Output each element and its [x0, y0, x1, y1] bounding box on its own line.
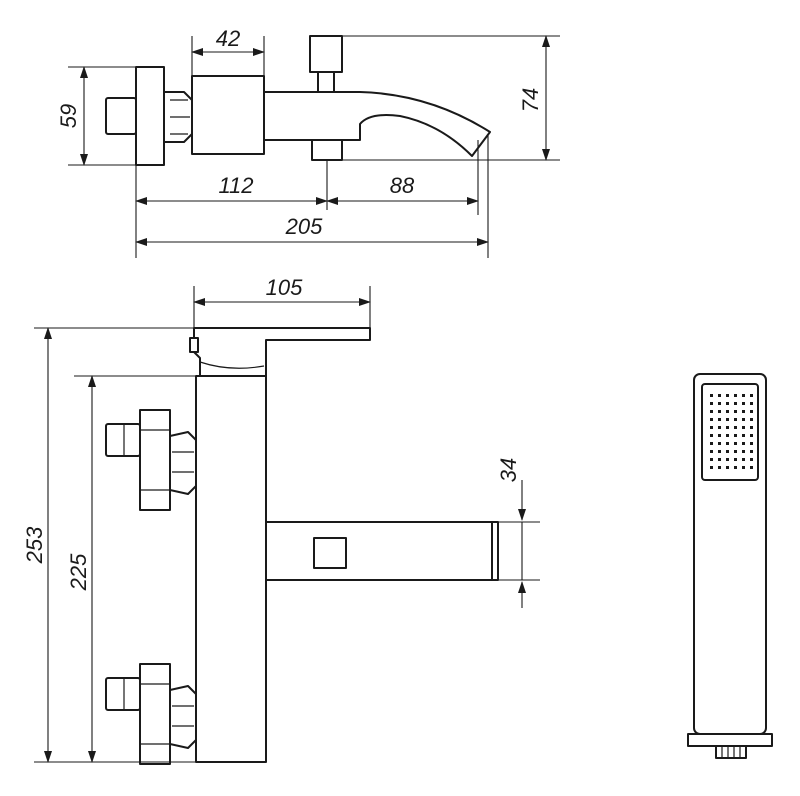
nozzle-dot: [742, 402, 745, 405]
nozzle-dot: [726, 458, 729, 461]
nozzle-dot: [718, 458, 721, 461]
nozzle-dot: [750, 418, 753, 421]
nozzle-dot: [750, 434, 753, 437]
top-shower-outlet: [311, 139, 343, 161]
nozzle-dot: [718, 450, 721, 453]
nozzle-dot: [742, 450, 745, 453]
nozzle-dot: [710, 410, 713, 413]
nozzle-dot: [718, 434, 721, 437]
dim-105-label: 105: [266, 275, 303, 300]
nozzle-dot: [710, 450, 713, 453]
nozzle-dot: [710, 394, 713, 397]
nozzle-dot: [742, 442, 745, 445]
nozzle-dot: [742, 418, 745, 421]
nozzle-dot: [750, 458, 753, 461]
dim-253-label: 253: [22, 526, 47, 564]
top-mixer-body: [191, 75, 265, 155]
nozzle-dot: [710, 426, 713, 429]
nozzle-dot: [718, 442, 721, 445]
nozzle-dot: [718, 426, 721, 429]
nozzle-dot: [726, 426, 729, 429]
front-upper-inlet-connector: [105, 423, 141, 457]
top-wall-plate: [135, 66, 165, 166]
front-handle-tab: [189, 337, 199, 353]
nozzle-dot: [734, 442, 737, 445]
nozzle-dot: [750, 442, 753, 445]
nozzle-dot: [734, 450, 737, 453]
dim-88-label: 88: [390, 173, 415, 198]
hand-shower-base: [687, 733, 773, 747]
top-inlet-connector: [105, 97, 137, 135]
nozzle-dot: [718, 402, 721, 405]
nozzle-dot: [734, 402, 737, 405]
hand-shower-connector: [715, 745, 747, 759]
front-mixer-body: [195, 375, 267, 763]
dim-225-label: 225: [66, 553, 91, 591]
nozzle-dot: [726, 450, 729, 453]
dim-112-label: 112: [218, 173, 253, 198]
nozzle-dot: [742, 410, 745, 413]
nozzle-dot: [750, 450, 753, 453]
front-handle-lever: [193, 327, 371, 377]
hand-shower-nozzles: [710, 394, 753, 469]
dim-205-label: 205: [285, 214, 323, 239]
nozzle-dot: [742, 458, 745, 461]
nozzle-dot: [742, 434, 745, 437]
nozzle-dot: [734, 458, 737, 461]
nozzle-dot: [734, 434, 737, 437]
nozzle-dot: [726, 410, 729, 413]
dim-74-label: 74: [518, 88, 543, 112]
dim-59-label: 59: [56, 104, 81, 128]
nozzle-dot: [726, 418, 729, 421]
hand-shower-head-face: [701, 383, 759, 481]
front-spout-tip: [491, 521, 499, 581]
nozzle-dot: [718, 418, 721, 421]
front-diverter-button: [313, 537, 347, 569]
top-spout: [263, 91, 491, 157]
nozzle-dot: [750, 410, 753, 413]
front-spout: [265, 521, 493, 581]
nozzle-dot: [742, 426, 745, 429]
top-diverter-knob: [309, 35, 343, 73]
top-view: 42 59 74 112 88 205: [56, 26, 560, 258]
nozzle-dot: [734, 466, 737, 469]
nozzle-dot: [750, 402, 753, 405]
front-view: 105 253 225 34: [22, 275, 540, 765]
nozzle-dot: [734, 410, 737, 413]
nozzle-dot: [718, 466, 721, 469]
nozzle-dot: [750, 394, 753, 397]
nozzle-dot: [710, 434, 713, 437]
nozzle-dot: [710, 442, 713, 445]
nozzle-dot: [710, 458, 713, 461]
nozzle-dot: [718, 394, 721, 397]
nozzle-dot: [734, 426, 737, 429]
nozzle-dot: [718, 410, 721, 413]
nozzle-dot: [750, 466, 753, 469]
dim-42-label: 42: [216, 26, 240, 51]
nozzle-dot: [710, 418, 713, 421]
nozzle-dot: [742, 466, 745, 469]
top-diverter-stem: [317, 71, 335, 93]
front-lower-wall-plate: [139, 663, 171, 765]
nozzle-dot: [710, 402, 713, 405]
dim-34-label: 34: [496, 458, 521, 482]
front-lower-inlet-connector: [105, 677, 141, 711]
nozzle-dot: [726, 402, 729, 405]
nozzle-dot: [726, 466, 729, 469]
nozzle-dot: [710, 466, 713, 469]
nozzle-dot: [734, 394, 737, 397]
nozzle-dot: [742, 394, 745, 397]
front-upper-wall-plate: [139, 409, 171, 511]
hand-shower-view: [687, 373, 773, 759]
nozzle-dot: [726, 434, 729, 437]
nozzle-dot: [726, 442, 729, 445]
front-lower-hex-nut: [169, 685, 197, 749]
front-upper-hex-nut: [169, 431, 197, 495]
nozzle-dot: [734, 418, 737, 421]
nozzle-dot: [750, 426, 753, 429]
nozzle-dot: [726, 394, 729, 397]
